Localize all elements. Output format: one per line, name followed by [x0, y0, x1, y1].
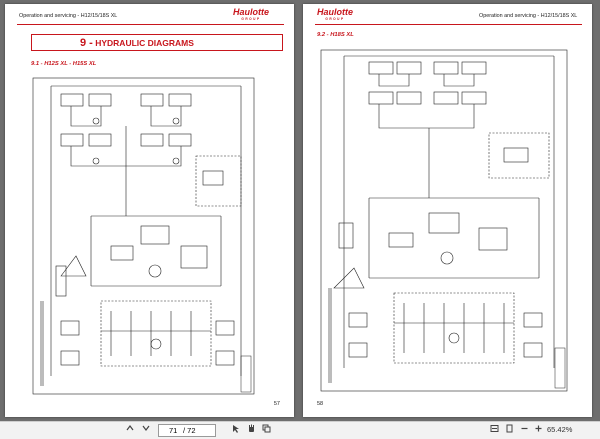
header-title: Operation and servicing - H12/15/18S XL — [479, 13, 578, 19]
chevron-up-icon — [126, 425, 134, 431]
header-rule — [17, 24, 284, 25]
fit-width-icon — [490, 425, 498, 432]
zoom-level[interactable]: 65.42% — [547, 425, 573, 434]
document-viewport[interactable]: Operation and servicing - H12/15/18S XL … — [0, 0, 600, 421]
zoom-in-button[interactable] — [532, 424, 544, 436]
header-rule — [315, 24, 582, 25]
copy-icon — [262, 424, 270, 433]
fit-width-button[interactable] — [488, 424, 500, 436]
fit-page-icon — [506, 424, 512, 433]
chapter-banner: 9 - HYDRAULIC DIAGRAMS — [31, 34, 283, 51]
total-pages: / 72 — [183, 426, 196, 435]
minus-icon — [521, 427, 527, 430]
hydraulic-diagram-h18s — [320, 49, 568, 392]
select-tool-button[interactable] — [230, 424, 242, 436]
fit-page-button[interactable] — [503, 424, 515, 436]
page-number: 57 — [273, 401, 280, 407]
next-page-button[interactable] — [140, 424, 152, 436]
section-heading: 9.2 - H18S XL — [317, 32, 354, 38]
hydraulic-diagram-h12s-h15s — [32, 77, 255, 395]
plus-icon — [535, 425, 541, 432]
current-page: 71 — [169, 426, 178, 435]
chapter-number: 9 - — [80, 37, 93, 49]
page-58: Haulotte GROUP Operation and servicing -… — [303, 4, 592, 417]
zoom-out-button[interactable] — [518, 424, 530, 436]
page-57: Operation and servicing - H12/15/18S XL … — [5, 4, 294, 417]
chevron-down-icon — [142, 425, 150, 431]
section-heading: 9.1 - H12S XL - H15S XL — [31, 61, 97, 67]
previous-page-button[interactable] — [124, 424, 136, 436]
hand-icon — [248, 424, 254, 432]
cursor-arrow-icon — [233, 425, 239, 433]
haulotte-logo: Haulotte GROUP — [317, 7, 353, 22]
copy-button[interactable] — [260, 424, 272, 436]
haulotte-logo: Haulotte GROUP — [233, 7, 269, 22]
chapter-title: HYDRAULIC DIAGRAMS — [95, 38, 194, 48]
header-title: Operation and servicing - H12/15/18S XL — [19, 13, 118, 19]
hand-tool-button[interactable] — [245, 424, 257, 436]
page-number: 58 — [317, 401, 324, 407]
page-number-input[interactable]: 71 / 72 — [158, 424, 216, 437]
viewer-toolbar: 71 / 72 65.42% — [0, 421, 600, 439]
